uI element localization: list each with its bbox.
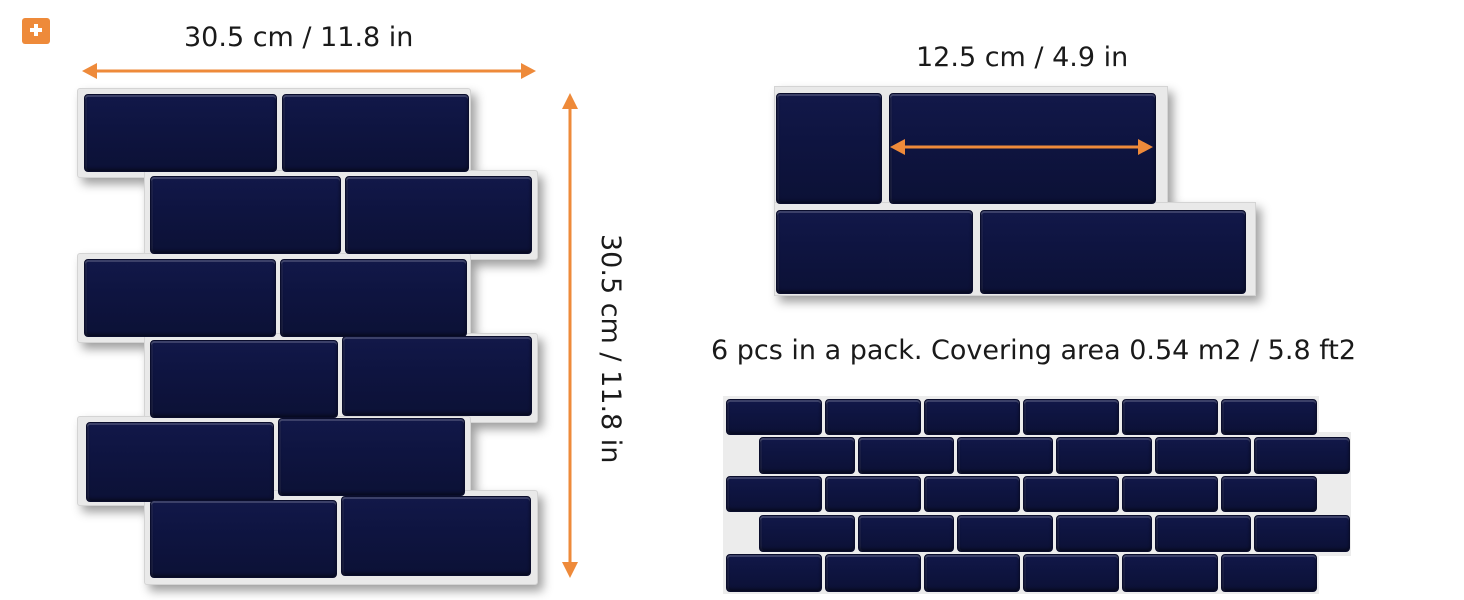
tile <box>825 399 921 435</box>
tile <box>1254 437 1350 474</box>
tile <box>759 515 855 552</box>
tile <box>342 336 532 416</box>
tile <box>84 94 277 172</box>
tile <box>1254 515 1350 552</box>
pack-info-text: 6 pcs in a pack. Covering area 0.54 m2 /… <box>711 335 1356 366</box>
tile <box>957 515 1053 552</box>
tile <box>341 496 531 576</box>
tile <box>1221 554 1317 592</box>
tile <box>150 340 338 418</box>
tile <box>345 176 532 254</box>
main-tile-panel <box>0 0 600 600</box>
tile <box>726 399 822 435</box>
tile <box>924 476 1020 512</box>
tile <box>980 210 1246 294</box>
tile-length-label: 12.5 cm / 4.9 in <box>916 42 1129 73</box>
tile <box>776 210 973 294</box>
tile <box>84 259 276 337</box>
tile <box>825 554 921 592</box>
tile <box>150 500 337 578</box>
tile <box>924 399 1020 435</box>
tile <box>1122 554 1218 592</box>
tile <box>1155 515 1251 552</box>
tile <box>1122 399 1218 435</box>
tile <box>1221 476 1317 512</box>
plus-icon <box>22 18 50 44</box>
tile <box>858 515 954 552</box>
tile <box>825 476 921 512</box>
tile <box>278 418 465 496</box>
tile <box>1023 476 1119 512</box>
tile <box>280 259 467 337</box>
tile <box>924 554 1020 592</box>
tile <box>1221 399 1317 435</box>
tile <box>1056 515 1152 552</box>
tile <box>957 437 1053 474</box>
tile <box>1023 399 1119 435</box>
tile <box>1056 437 1152 474</box>
tile <box>282 94 469 172</box>
tile <box>858 437 954 474</box>
tile <box>759 437 855 474</box>
tile <box>1122 476 1218 512</box>
width-label: 30.5 cm / 11.8 in <box>184 22 414 53</box>
tile <box>1155 437 1251 474</box>
tile <box>150 176 341 254</box>
tile <box>1023 554 1119 592</box>
tile <box>726 554 822 592</box>
tile <box>86 422 274 502</box>
tile <box>776 93 882 204</box>
tile <box>726 476 822 512</box>
